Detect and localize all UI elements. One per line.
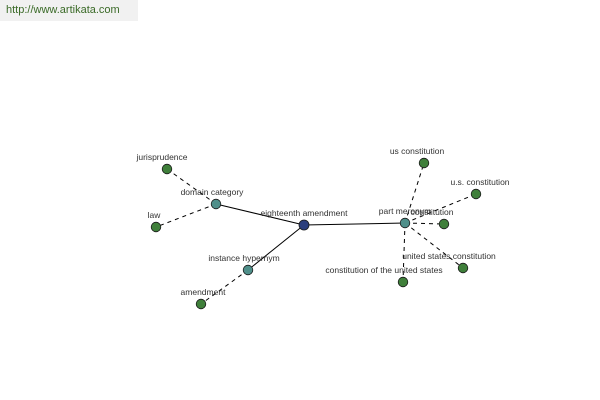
label-united_states_constitution[interactable]: united states constitution — [402, 251, 496, 261]
label-constitution[interactable]: constitution — [411, 207, 454, 217]
node-amendment[interactable] — [195, 298, 207, 310]
node-us_constitution[interactable] — [418, 157, 430, 169]
label-constitution_of_the_us[interactable]: constitution of the united states — [325, 265, 442, 275]
node-instance[interactable] — [242, 264, 254, 276]
label-us_constitution[interactable]: us constitution — [390, 146, 445, 156]
edge-part-united_states_constitution — [404, 222, 464, 269]
site-url-link[interactable]: http://www.artikata.com — [6, 4, 120, 16]
label-domain[interactable]: domain category — [181, 187, 245, 197]
node-domain[interactable] — [210, 198, 222, 210]
edge-part-us_constitution — [404, 162, 425, 224]
labels-layer: eighteenth amendment domain category insta… — [135, 146, 509, 297]
node-jurisprudence[interactable] — [161, 163, 173, 175]
edge-domain-jurisprudence — [166, 168, 217, 205]
edge-center-instance — [247, 224, 305, 271]
node-constitution[interactable] — [438, 218, 450, 230]
label-jurisprudence[interactable]: jurisprudence — [135, 152, 187, 162]
node-law[interactable] — [150, 221, 162, 233]
node-constitution_of_the_us[interactable] — [397, 276, 409, 288]
url-bar: http://www.artikata.com — [0, 0, 138, 21]
edge-part-constitution_of_the_us — [402, 222, 406, 283]
node-united_states_constitution[interactable] — [457, 262, 469, 274]
edges-layer — [155, 162, 477, 305]
edge-instance-amendment — [200, 269, 249, 305]
node-center[interactable] — [298, 219, 310, 231]
label-center[interactable]: eighteenth amendment — [261, 208, 349, 218]
label-law[interactable]: law — [148, 210, 162, 220]
label-amendment[interactable]: amendment — [181, 287, 227, 297]
label-part[interactable]: part meronym — [379, 206, 431, 216]
nodes-layer — [150, 157, 482, 310]
label-instance[interactable]: instance hypernym — [208, 253, 279, 263]
edge-center-part — [303, 222, 406, 226]
label-u_s_constitution[interactable]: u.s. constitution — [450, 177, 509, 187]
edge-center-domain — [215, 203, 305, 226]
edge-part-constitution — [404, 222, 445, 225]
node-part[interactable] — [399, 217, 411, 229]
edge-domain-law — [155, 203, 217, 228]
node-u_s_constitution[interactable] — [470, 188, 482, 200]
